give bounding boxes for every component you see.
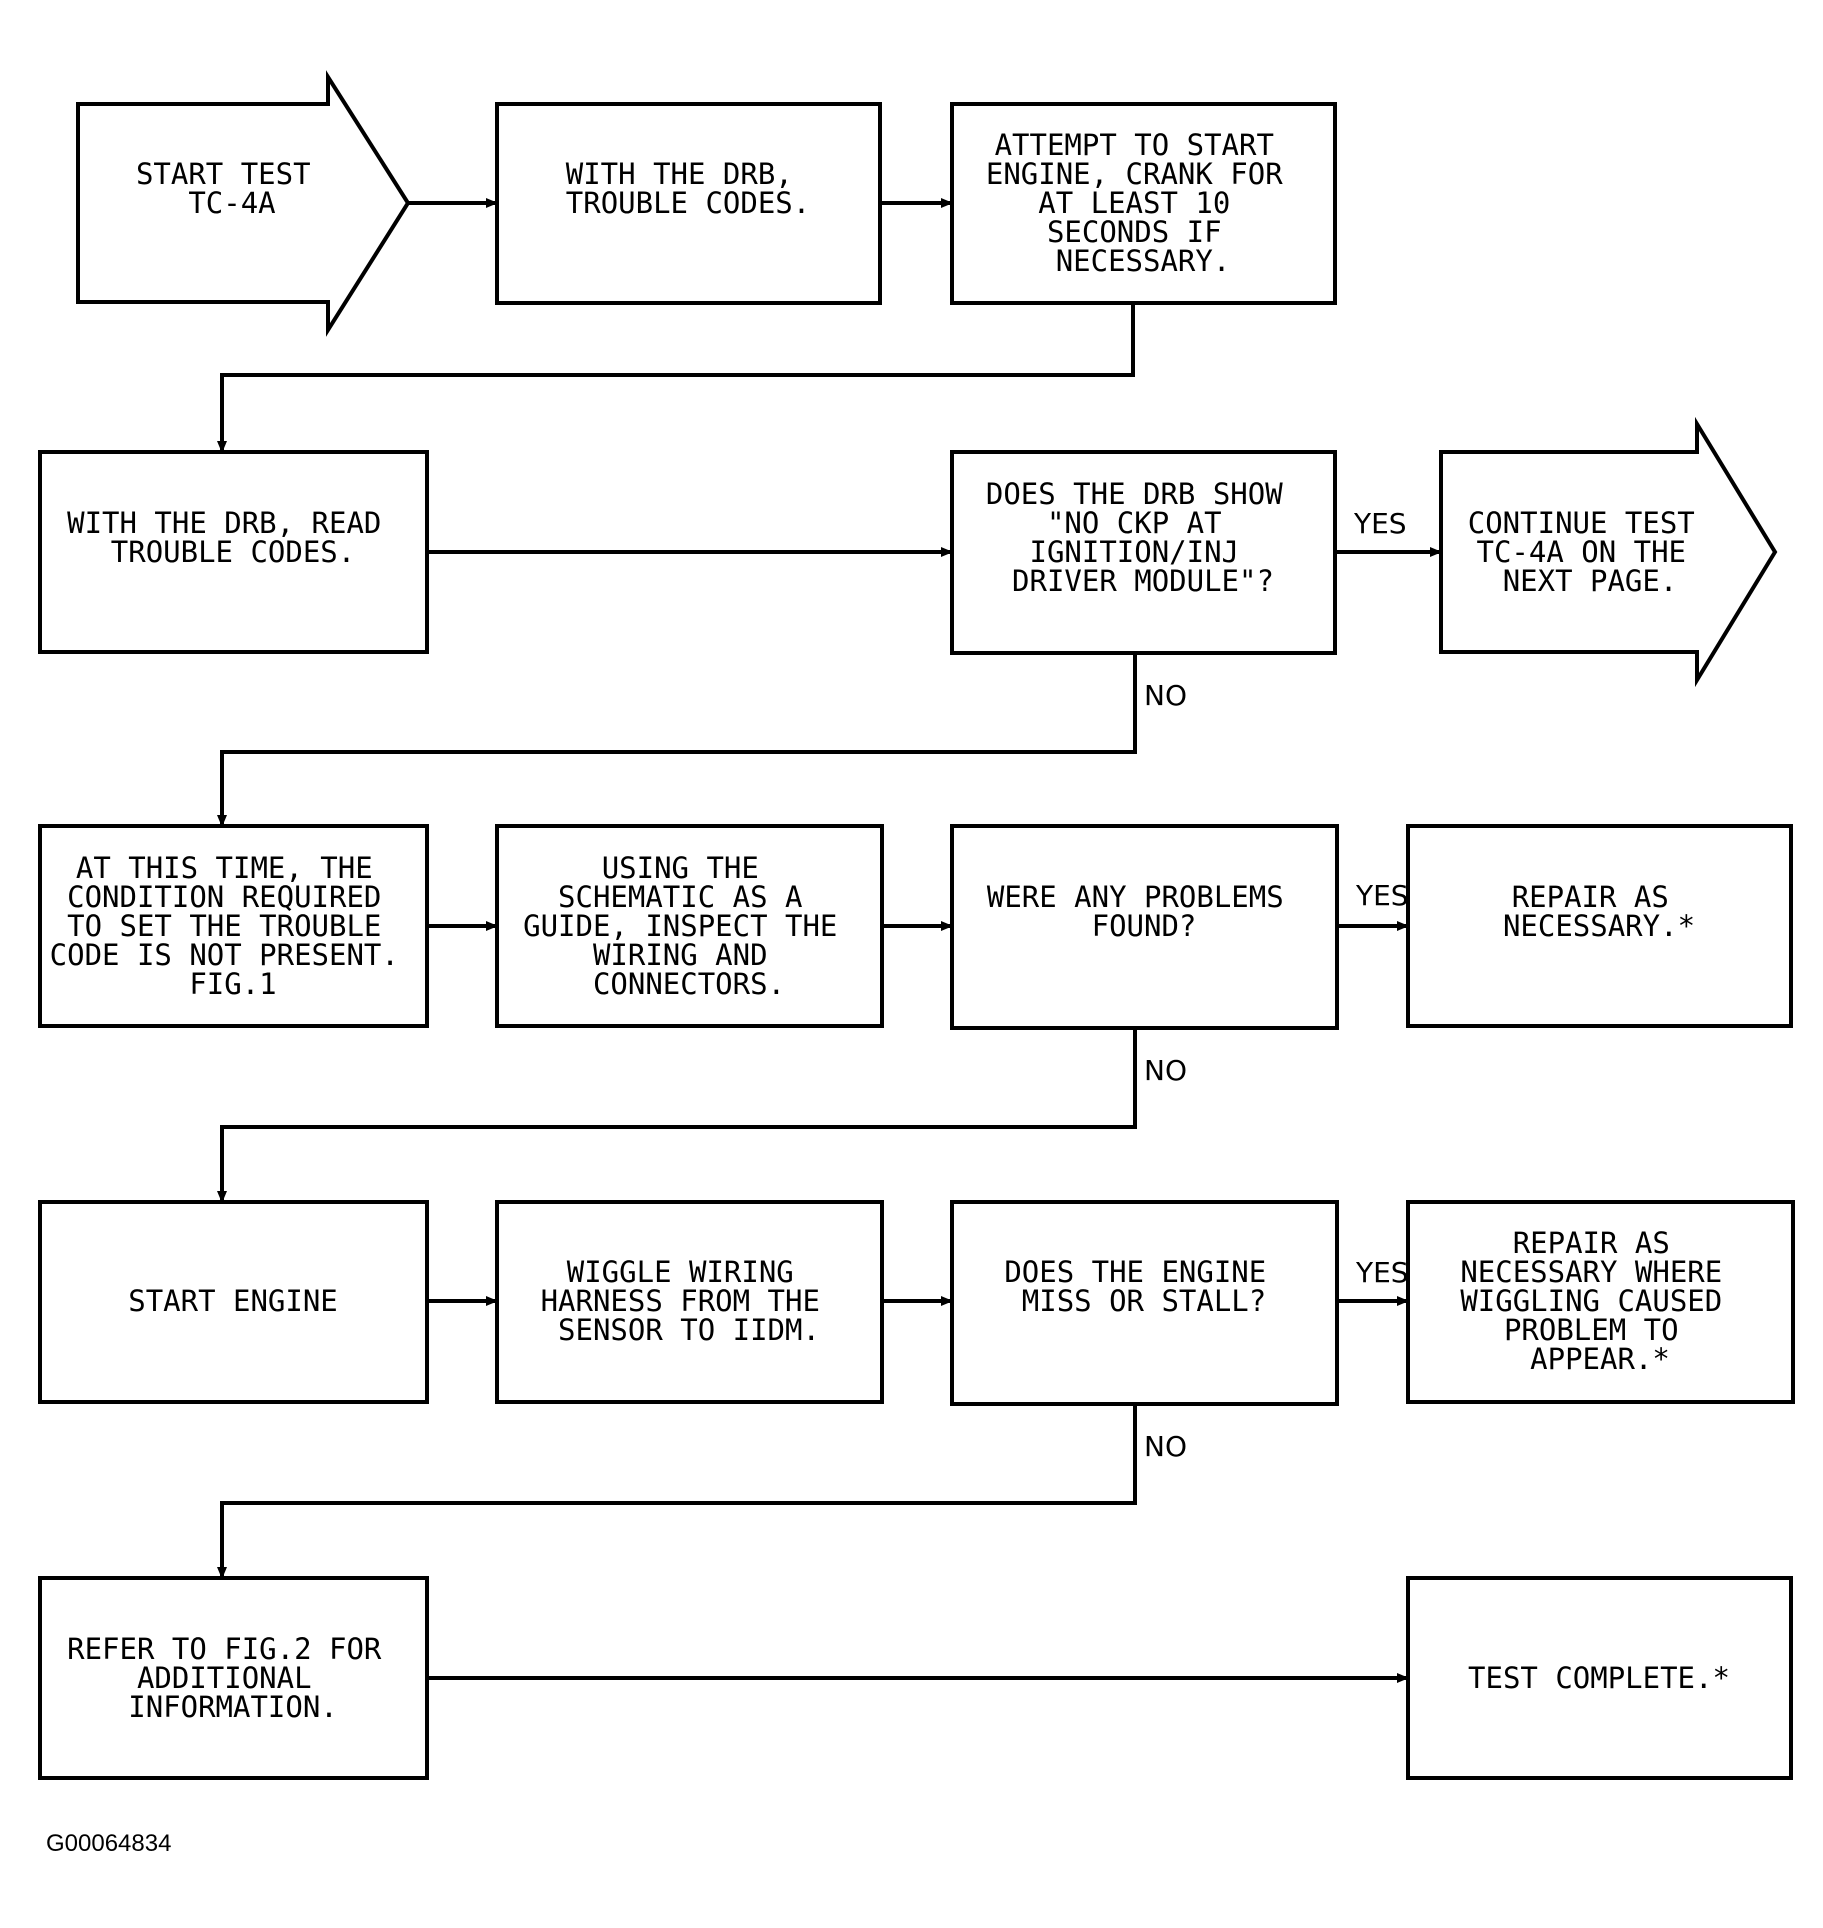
- node-text-line: SECONDS IF: [1047, 215, 1222, 249]
- connector-problems-no: [217, 1028, 1137, 1203]
- svg-text:ATTEMPT TO START ENGINE,: ATTEMPT TO START ENGINE, CRANK FOR AT LE…: [986, 128, 1300, 278]
- connectors: [217, 198, 1442, 1683]
- edge-labels: YES NO YES NO YES NO: [1144, 507, 1409, 1463]
- inspect-wiring-node: USING THE SCHEMATIC AS A GUIDE, INSPECT …: [495, 824, 884, 1028]
- ckp-question-node: DOES THE DRB SHOW "NO CKP AT IGNITION/IN…: [950, 450, 1337, 655]
- repair-as-necessary-node: REPAIR AS NECESSARY.*: [1406, 824, 1793, 1028]
- node-text-line: NECESSARY.: [1056, 244, 1231, 278]
- node-text-line: DRIVER MODULE"?: [1012, 564, 1274, 598]
- refer-to-fig2-node: REFER TO FIG.2 FOR ADDITIONAL INFORMATIO…: [38, 1576, 429, 1780]
- start-test-node: START TEST TC-4A: [76, 70, 411, 337]
- node-text-line: DOES THE ENGINE: [1004, 1255, 1266, 1289]
- node-text-line: APPEAR.*: [1530, 1342, 1670, 1376]
- node-text-line: MISS OR STALL?: [1022, 1284, 1266, 1318]
- svg-text:TEST COMPLETE.*: TEST COMPLETE.*: [1468, 1661, 1730, 1695]
- edge-label-yes: YES: [1355, 1256, 1409, 1289]
- node-text-line: CONNECTORS.: [593, 967, 785, 1001]
- node-text-line: START ENGINE: [128, 1284, 338, 1318]
- svg-text:DOES THE ENGINE MISS OR: DOES THE ENGINE MISS OR STALL?: [1004, 1255, 1283, 1318]
- node-text-line: SENSOR TO IIDM.: [558, 1313, 820, 1347]
- node-text-line: TC-4A ON THE: [1477, 535, 1687, 569]
- node-text-line: AT LEAST 10: [1038, 186, 1230, 220]
- test-complete-node: TEST COMPLETE.*: [1406, 1576, 1793, 1780]
- svg-text:WERE ANY PROBLEMS FOUND?: WERE ANY PROBLEMS FOUND?: [987, 880, 1301, 943]
- svg-text:AT THIS TIME, THE CONDIT: AT THIS TIME, THE CONDITION REQUIRED TO …: [50, 851, 417, 1001]
- svg-text:USING THE SCHEMATIC AS A: USING THE SCHEMATIC AS A GUIDE, INSPECT …: [523, 851, 855, 1001]
- wiggle-wiring-node: WIGGLE WIRING HARNESS FROM THE SENSOR TO…: [495, 1200, 884, 1404]
- node-text-line: WIGGLE WIRING: [567, 1255, 794, 1289]
- svg-text:REPAIR AS NECESSARY WHER: REPAIR AS NECESSARY WHERE WIGGLING CAUSE…: [1460, 1226, 1739, 1376]
- edge-label-yes: YES: [1353, 507, 1407, 540]
- node-text-line: PROBLEM TO: [1504, 1313, 1679, 1347]
- node-text-line: REPAIR AS: [1513, 1226, 1670, 1260]
- miss-or-stall-question-node: DOES THE ENGINE MISS OR STALL?: [950, 1200, 1339, 1406]
- node-text-line: TO SET THE TROUBLE: [67, 909, 381, 943]
- figure-id: G00064834: [46, 1830, 172, 1857]
- node-text-line: WERE ANY PROBLEMS: [987, 880, 1284, 914]
- node-text-line: NECESSARY WHERE: [1460, 1255, 1722, 1289]
- node-text-line: WITH THE DRB,: [566, 157, 793, 191]
- svg-text:WITH THE DRB, TROUBLE CO: WITH THE DRB, TROUBLE CODES.: [566, 157, 810, 220]
- svg-text:REFER TO FIG.2 FOR ADDIT: REFER TO FIG.2 FOR ADDITIONAL INFORMATIO…: [67, 1632, 399, 1724]
- node-text-line: FOUND?: [1092, 909, 1197, 943]
- edge-label-no: NO: [1144, 679, 1187, 712]
- node-text-line: SCHEMATIC AS A: [558, 880, 802, 914]
- svg-text:REPAIR AS NECESSARY.*: REPAIR AS NECESSARY.*: [1503, 880, 1695, 943]
- edge-label-no: NO: [1144, 1054, 1187, 1087]
- svg-text:DOES THE DRB SHOW "NO CK: DOES THE DRB SHOW "NO CKP AT IGNITION/IN…: [986, 477, 1300, 598]
- problems-found-question-node: WERE ANY PROBLEMS FOUND?: [950, 824, 1339, 1030]
- svg-text:WITH THE DRB, READ TROUB: WITH THE DRB, READ TROUBLE CODES.: [67, 506, 399, 569]
- node-text-line: CONTINUE TEST: [1468, 506, 1695, 540]
- connector-ckp-no: [217, 653, 1137, 827]
- read-trouble-codes-2-node: WITH THE DRB, READ TROUBLE CODES.: [38, 450, 429, 654]
- node-text-line: CODE IS NOT PRESENT.: [50, 938, 399, 972]
- node-text-line: REFER TO FIG.2 FOR: [67, 1632, 382, 1666]
- node-text-line: NECESSARY.*: [1503, 909, 1695, 943]
- node-text-line: USING THE: [602, 851, 759, 885]
- svg-text:START TEST TC-4A: START TEST TC-4A: [136, 157, 328, 220]
- node-text-line: INFORMATION.: [128, 1690, 338, 1724]
- attempt-start-engine-node: ATTEMPT TO START ENGINE, CRANK FOR AT LE…: [950, 102, 1337, 305]
- node-text-line: REPAIR AS: [1512, 880, 1669, 914]
- node-text-line: NEXT PAGE.: [1503, 564, 1678, 598]
- node-text-line: "NO CKP AT: [1047, 506, 1222, 540]
- node-text-line: CONDITION REQUIRED: [67, 880, 381, 914]
- connector-miss-stall-no: [217, 1404, 1137, 1579]
- node-text-line: TROUBLE CODES.: [111, 535, 355, 569]
- node-text-line: ADDITIONAL: [137, 1661, 312, 1695]
- node-text-line: TC-4A: [188, 186, 275, 220]
- svg-text:CONTINUE TEST TC-4A ON T: CONTINUE TEST TC-4A ON THE NEXT PAGE.: [1468, 506, 1712, 598]
- node-text-line: HARNESS FROM THE: [541, 1284, 820, 1318]
- edge-label-no: NO: [1144, 1430, 1187, 1463]
- node-text-line: IGNITION/INJ: [1030, 535, 1240, 569]
- node-text-line: AT THIS TIME, THE: [76, 851, 373, 885]
- node-text-line: TEST COMPLETE.*: [1468, 1661, 1730, 1695]
- read-trouble-codes-node: WITH THE DRB, TROUBLE CODES.: [495, 102, 882, 305]
- start-engine-node: START ENGINE: [38, 1200, 429, 1404]
- node-text-line: WITH THE DRB, READ: [67, 506, 381, 540]
- connector-attempt-start-to-read-codes-2: [217, 304, 1135, 453]
- continue-test-node: CONTINUE TEST TC-4A ON THE NEXT PAGE.: [1439, 416, 1778, 688]
- node-text-line: ATTEMPT TO START: [995, 128, 1274, 162]
- node-text-line: TROUBLE CODES.: [566, 186, 810, 220]
- edge-label-yes: YES: [1355, 879, 1409, 912]
- svg-text:START ENGINE: START ENGINE: [128, 1284, 338, 1318]
- node-text-line: FIG.1: [189, 967, 276, 1001]
- node-text-line: START TEST: [136, 157, 311, 191]
- condition-not-present-node: AT THIS TIME, THE CONDITION REQUIRED TO …: [38, 824, 429, 1028]
- svg-text:WIGGLE WIRING HARNESS FR: WIGGLE WIRING HARNESS FROM THE SENSOR TO…: [541, 1255, 838, 1347]
- node-text-line: WIRING AND: [593, 938, 768, 972]
- repair-wiggling-node: REPAIR AS NECESSARY WHERE WIGGLING CAUSE…: [1406, 1200, 1795, 1404]
